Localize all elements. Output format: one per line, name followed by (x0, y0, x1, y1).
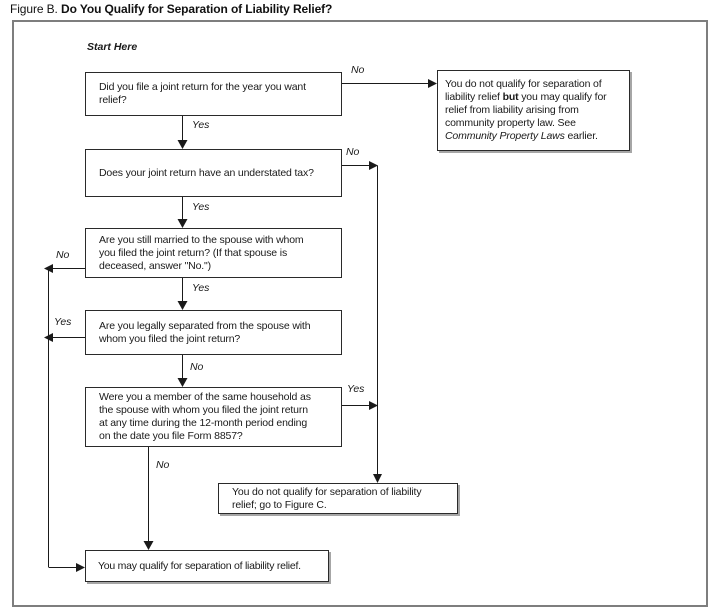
branch-label-q2-yes: Yes (192, 201, 210, 213)
outcome-box-not-qualified: You do not qualify for separation of lia… (218, 483, 458, 514)
question-box-legally-separated: Are you legally separated from the spous… (85, 310, 342, 355)
outcome-box-community-property: You do not qualify for separation of lia… (437, 70, 630, 151)
question-text: Does your joint return have an understat… (99, 166, 314, 179)
question-text: Did you file a joint return for the year… (99, 81, 306, 106)
question-text: Are you legally separated from the spous… (99, 319, 311, 345)
outcome-box-may-qualify: You may qualify for separation of liabil… (85, 550, 329, 582)
branch-label-q1-yes: Yes (192, 119, 210, 131)
branch-label-q4-yes: Yes (54, 316, 72, 328)
outcome-text-bold: but (502, 91, 519, 103)
connector-q1-yes (177, 116, 188, 149)
outcome-text-part: you may qualify for relief from liabilit… (445, 91, 607, 129)
question-text: Are you still married to the spouse with… (99, 233, 304, 272)
start-here-label: Start Here (87, 41, 138, 53)
branch-label-q3-no: No (56, 249, 70, 261)
question-box-still-married: Are you still married to the spouse with… (85, 228, 342, 278)
branch-label-q2-no: No (346, 146, 360, 158)
connector-q4-yes (44, 333, 85, 342)
connector-q1-no (342, 79, 437, 88)
outcome-text-part: earlier. (564, 130, 598, 142)
figure-border (12, 20, 708, 607)
outcome-text: You do not qualify for separation of lia… (232, 485, 422, 511)
outcome-text-part: You do not qualify for separation of lia… (445, 78, 602, 103)
connector-q5-no (143, 447, 154, 550)
connector-q2-yes (177, 197, 188, 228)
outcome-text-italic: Community Property Laws (445, 130, 565, 142)
outcome-text: You may qualify for separation of liabil… (98, 559, 301, 572)
connector-q3-yes (177, 278, 188, 310)
connector-q4-no (177, 355, 188, 387)
branch-label-q5-yes: Yes (347, 383, 365, 395)
branch-label-q1-no: No (351, 64, 365, 76)
connector-q2-no-right-rail (342, 161, 382, 483)
connector-q3-no-left-rail (44, 264, 85, 572)
outcome-text: You do not qualify for separation of lia… (438, 78, 607, 143)
connector-q5-yes (342, 401, 378, 410)
branch-label-q5-no: No (156, 459, 170, 471)
figure-title-main: Do You Qualify for Separation of Liabili… (61, 2, 333, 16)
question-box-same-household: Were you a member of the same household … (85, 387, 342, 447)
question-text: Were you a member of the same household … (99, 391, 311, 442)
branch-label-q4-no: No (190, 361, 204, 373)
figure-title: Figure B. Do You Qualify for Separation … (10, 2, 332, 16)
question-box-joint-return: Did you file a joint return for the year… (85, 72, 342, 116)
figure-title-prefix: Figure B. (10, 2, 62, 16)
branch-label-q3-yes: Yes (192, 282, 210, 294)
question-box-understated-tax: Does your joint return have an understat… (85, 149, 342, 197)
